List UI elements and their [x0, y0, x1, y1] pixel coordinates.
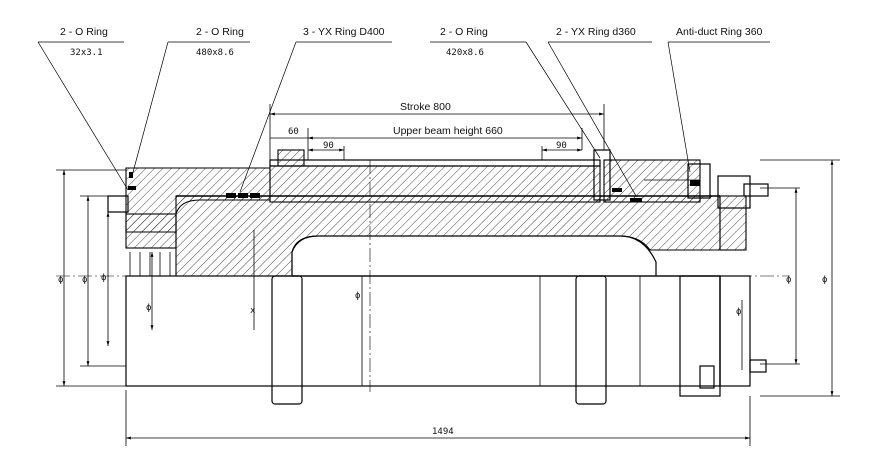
callout-label: 2 - O Ring — [196, 26, 244, 38]
dim-90-right-label: 90 — [556, 141, 567, 151]
callout-label: Anti-duct Ring 360 — [676, 26, 763, 38]
diameter-symbol: ϕ — [736, 307, 741, 317]
beam-end-block — [277, 149, 305, 167]
callout-label: 2 - O Ring — [440, 26, 488, 38]
right-head — [593, 149, 769, 251]
overall-length-label: 1494 — [432, 427, 454, 437]
diameter-symbol: ϕ — [58, 275, 63, 285]
diameter-symbol: ϕ — [101, 273, 106, 283]
dim-60: 60 — [270, 127, 308, 139]
dim-right-diameters: ϕ ϕ ϕ — [736, 159, 840, 397]
callout-anti-duct-ring-360: Anti-duct Ring 360 — [667, 26, 770, 173]
upper-beam-label: Upper beam height 660 — [393, 125, 503, 137]
callout-label: 3 - YX Ring D400 — [303, 26, 385, 38]
dim-90-left-label: 90 — [323, 141, 334, 151]
dim-upper-beam: Upper beam height 660 — [307, 125, 583, 160]
yx-seals-d400 — [226, 193, 260, 198]
dim-90-right: 90 — [541, 141, 582, 160]
dim-left-diameters: ϕ ϕ ϕ ϕ x ϕ — [56, 169, 360, 387]
dim-90-left: 90 — [308, 141, 345, 160]
callout-label: 2 - O Ring — [60, 26, 108, 38]
callout-o-ring-32: 2 - O Ring 32x3.1 — [37, 26, 129, 191]
dim-60-label: 60 — [288, 127, 299, 137]
callout-spec: 420x8.6 — [446, 48, 484, 58]
diameter-symbol: ϕ — [82, 275, 87, 285]
diameter-symbol: ϕ — [355, 291, 360, 301]
dim-stroke: Stroke 800 — [269, 101, 605, 160]
callout-yx-ring-d400: 3 - YX Ring D400 — [239, 26, 392, 193]
callout-o-ring-420: 2 - O Ring 420x8.6 — [430, 26, 601, 159]
diameter-symbol: ϕ — [786, 275, 791, 285]
callout-o-ring-480: 2 - O Ring 480x8.6 — [131, 26, 250, 177]
callout-spec: 480x8.6 — [196, 48, 234, 58]
callout-spec: 32x3.1 — [70, 48, 103, 58]
dim-overall-length: 1494 — [125, 390, 751, 446]
x-mark: x — [250, 306, 256, 316]
diameter-symbol: ϕ — [146, 303, 151, 313]
stroke-label: Stroke 800 — [400, 101, 451, 113]
callout-label: 2 - YX Ring d360 — [556, 26, 636, 38]
diameter-symbol: ϕ — [822, 275, 827, 285]
